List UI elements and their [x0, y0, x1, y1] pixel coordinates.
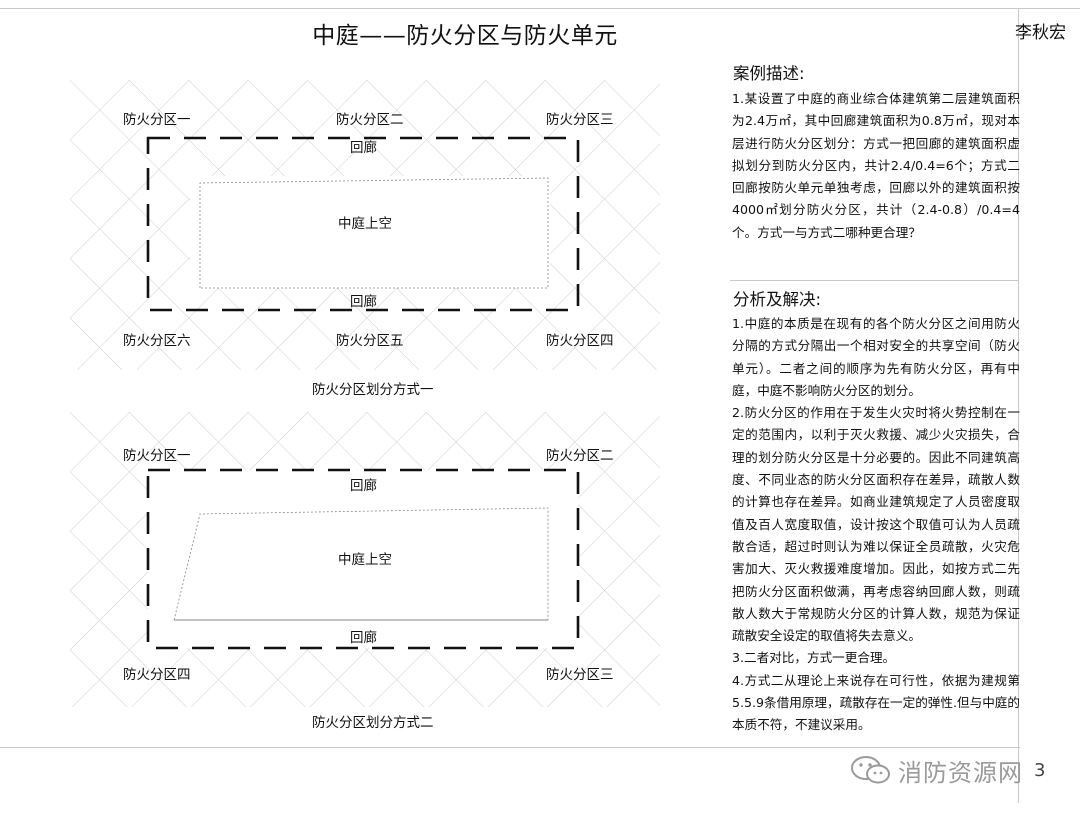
floor-plan-scheme-one: 防火分区一 防火分区二 防火分区三 回廊 中庭上空 回廊 防火分区六 防火分区五… [70, 80, 660, 370]
case-paragraph: 1.某设置了中庭的商业综合体建筑第二层建筑面积为2.4万㎡，其中回廊建筑面积为0… [732, 91, 1020, 240]
zone-label-3: 防火分区三 [546, 112, 614, 128]
atrium-opening [199, 177, 549, 289]
zone-label-2: 防火分区二 [546, 448, 614, 464]
zone-label-4: 防火分区四 [123, 667, 191, 683]
analysis-point-1: 1.中庭的本质是在现有的各个防火分区之间用防火分隔的方式分隔出一个相对安全的共享… [732, 316, 1020, 398]
zone-label-2: 防火分区二 [336, 112, 404, 128]
caption-scheme-one: 防火分区划分方式一 [312, 382, 434, 398]
top-border-line [0, 8, 1080, 9]
zone-label-4: 防火分区四 [546, 333, 614, 349]
fire-wall-dashed [146, 136, 580, 312]
zone-label-5: 防火分区五 [336, 333, 404, 349]
analysis-point-3: 3.二者对比，方式一更合理。 [732, 650, 896, 666]
watermark-text: 消防资源网 [898, 758, 1023, 787]
zone-label-1: 防火分区一 [123, 112, 191, 128]
case-description-text: 1.某设置了中庭的商业综合体建筑第二层建筑面积为2.4万㎡，其中回廊建筑面积为0… [732, 88, 1020, 244]
corridor-label-top: 回廊 [350, 478, 377, 494]
floor-plan-scheme-two: 防火分区一 防火分区二 回廊 中庭上空 回廊 防火分区四 防火分区三 [70, 412, 660, 707]
fire-wall-dashed [146, 468, 580, 650]
wechat-icon [851, 756, 890, 784]
corridor-label-bottom: 回廊 [350, 294, 377, 310]
zone-label-6: 防火分区六 [123, 333, 191, 349]
corridor-label-bottom: 回廊 [350, 630, 377, 646]
right-panel-separator [730, 280, 1018, 281]
page-title: 中庭——防火分区与防火单元 [312, 23, 618, 49]
caption-scheme-two: 防火分区划分方式二 [312, 715, 434, 731]
bottom-border-line [0, 747, 1020, 748]
analysis-text: 1.中庭的本质是在现有的各个防火分区之间用防火分隔的方式分隔出一个相对安全的共享… [732, 313, 1020, 737]
atrium-label: 中庭上空 [338, 216, 392, 232]
case-description-heading: 案例描述: [733, 64, 805, 83]
author-name: 李秋宏 [1015, 23, 1066, 43]
atrium-label: 中庭上空 [338, 552, 392, 568]
zone-label-3: 防火分区三 [546, 667, 614, 683]
analysis-heading: 分析及解决: [733, 290, 822, 309]
floor-plan-two-drawing [70, 412, 660, 707]
analysis-point-2: 2.防火分区的作用在于发生火灾时将火势控制在一定的范围内，以利于灭火救援、减少火… [732, 405, 1020, 644]
floor-plan-one-drawing [70, 80, 660, 370]
watermark: 消防资源网 [850, 750, 1023, 790]
page-number: 3 [1034, 760, 1046, 781]
corridor-label-top: 回廊 [350, 140, 377, 156]
zone-label-1: 防火分区一 [123, 448, 191, 464]
analysis-point-4: 4.方式二从理论上来说存在可行性，依据为建规第5.5.9条借用原理，疏散存在一定… [732, 672, 1020, 733]
right-border-line [1018, 8, 1019, 803]
